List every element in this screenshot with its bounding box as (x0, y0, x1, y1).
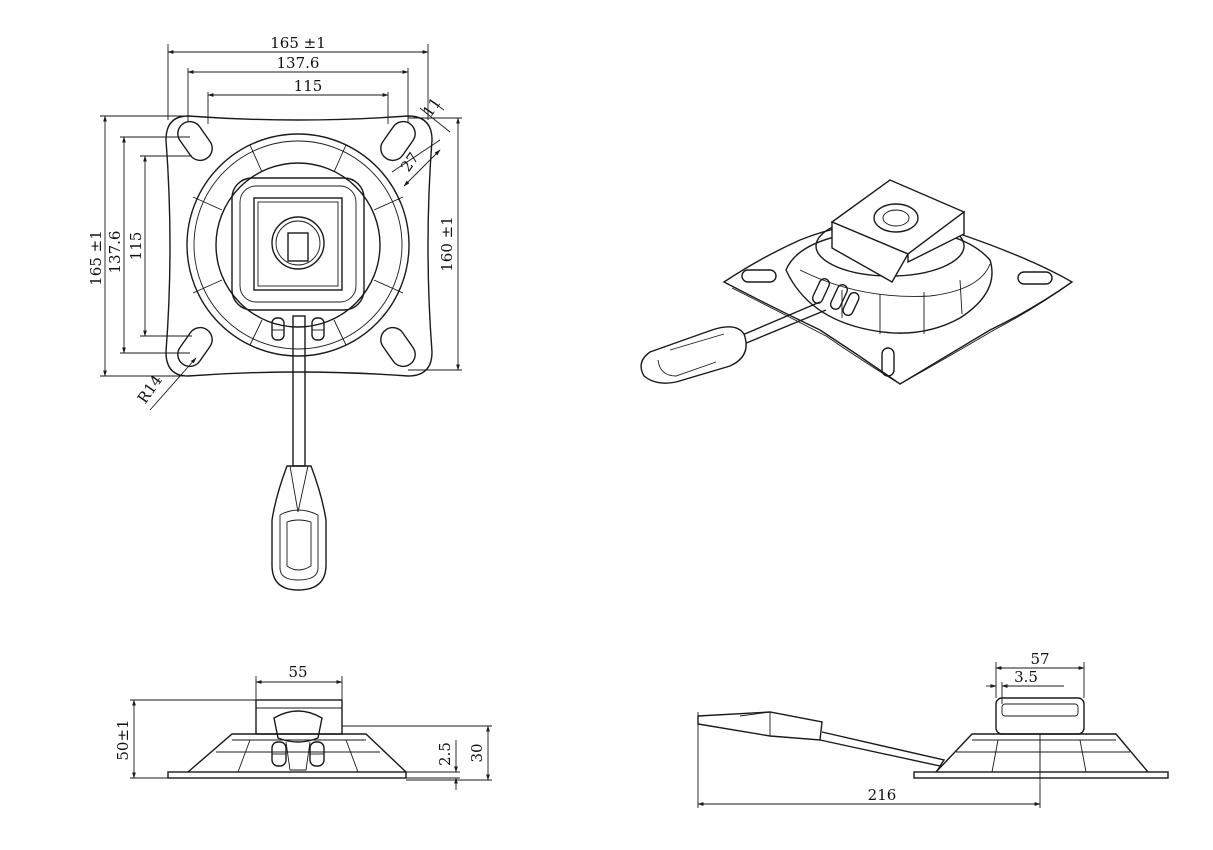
dim-left-height-mid: 137.6 (106, 231, 124, 274)
outer-ring (186, 133, 410, 357)
iso-lever-rod (739, 301, 827, 345)
center-boss (271, 216, 325, 270)
front-view-dimensions: 55 50±1 2.5 30 (114, 663, 492, 790)
dim-corner-radius: R14 (134, 372, 166, 407)
housing-outer (231, 177, 365, 311)
center-square (287, 232, 309, 262)
dim-front-width: 55 (288, 663, 307, 681)
outer-ring-inner (193, 140, 403, 350)
dim-top-width-inner: 115 (294, 77, 323, 95)
isometric-view (640, 179, 1074, 385)
bracket (253, 197, 343, 291)
dim-front-height: 50±1 (114, 719, 132, 760)
dim-side-offset: 3.5 (1014, 668, 1038, 686)
front-view (167, 699, 407, 779)
dim-left-height-outer: 165 ±1 (87, 230, 105, 286)
side-view (697, 697, 1169, 779)
dim-front-plate: 2.5 (436, 742, 454, 766)
lever-rod (292, 315, 306, 467)
radial-ribs (192, 144, 404, 346)
top-view-dimensions: 165 ±1 137.6 115 165 ±1 137.6 115 160 ±1 (87, 34, 462, 411)
tab-right (311, 317, 325, 341)
corner-slots (177, 120, 416, 368)
dim-slot-width: 11 (419, 94, 445, 120)
base-plate-outline (165, 115, 433, 377)
iso-lever-handle (640, 326, 747, 384)
tab-left (271, 317, 285, 341)
top-view (165, 115, 433, 591)
dim-front-body: 30 (468, 743, 486, 762)
front-bracket (255, 699, 343, 735)
dim-right-height: 160 ±1 (438, 216, 456, 272)
inner-ring (215, 162, 381, 328)
front-base-plate (167, 771, 407, 779)
side-lever-handle (697, 711, 823, 741)
front-lever-knob (273, 710, 323, 743)
dim-top-width-outer: 165 ±1 (270, 34, 326, 52)
dim-side-top-width: 57 (1030, 650, 1049, 668)
side-base-plate (913, 771, 1169, 779)
dim-side-length: 216 (868, 786, 897, 804)
side-lever-rod (819, 731, 946, 767)
side-view-dimensions: 57 3.5 216 (697, 650, 1085, 808)
dim-left-height-inner: 115 (127, 232, 145, 261)
dim-top-width-mid: 137.6 (277, 54, 320, 72)
lever-handle (271, 465, 327, 591)
